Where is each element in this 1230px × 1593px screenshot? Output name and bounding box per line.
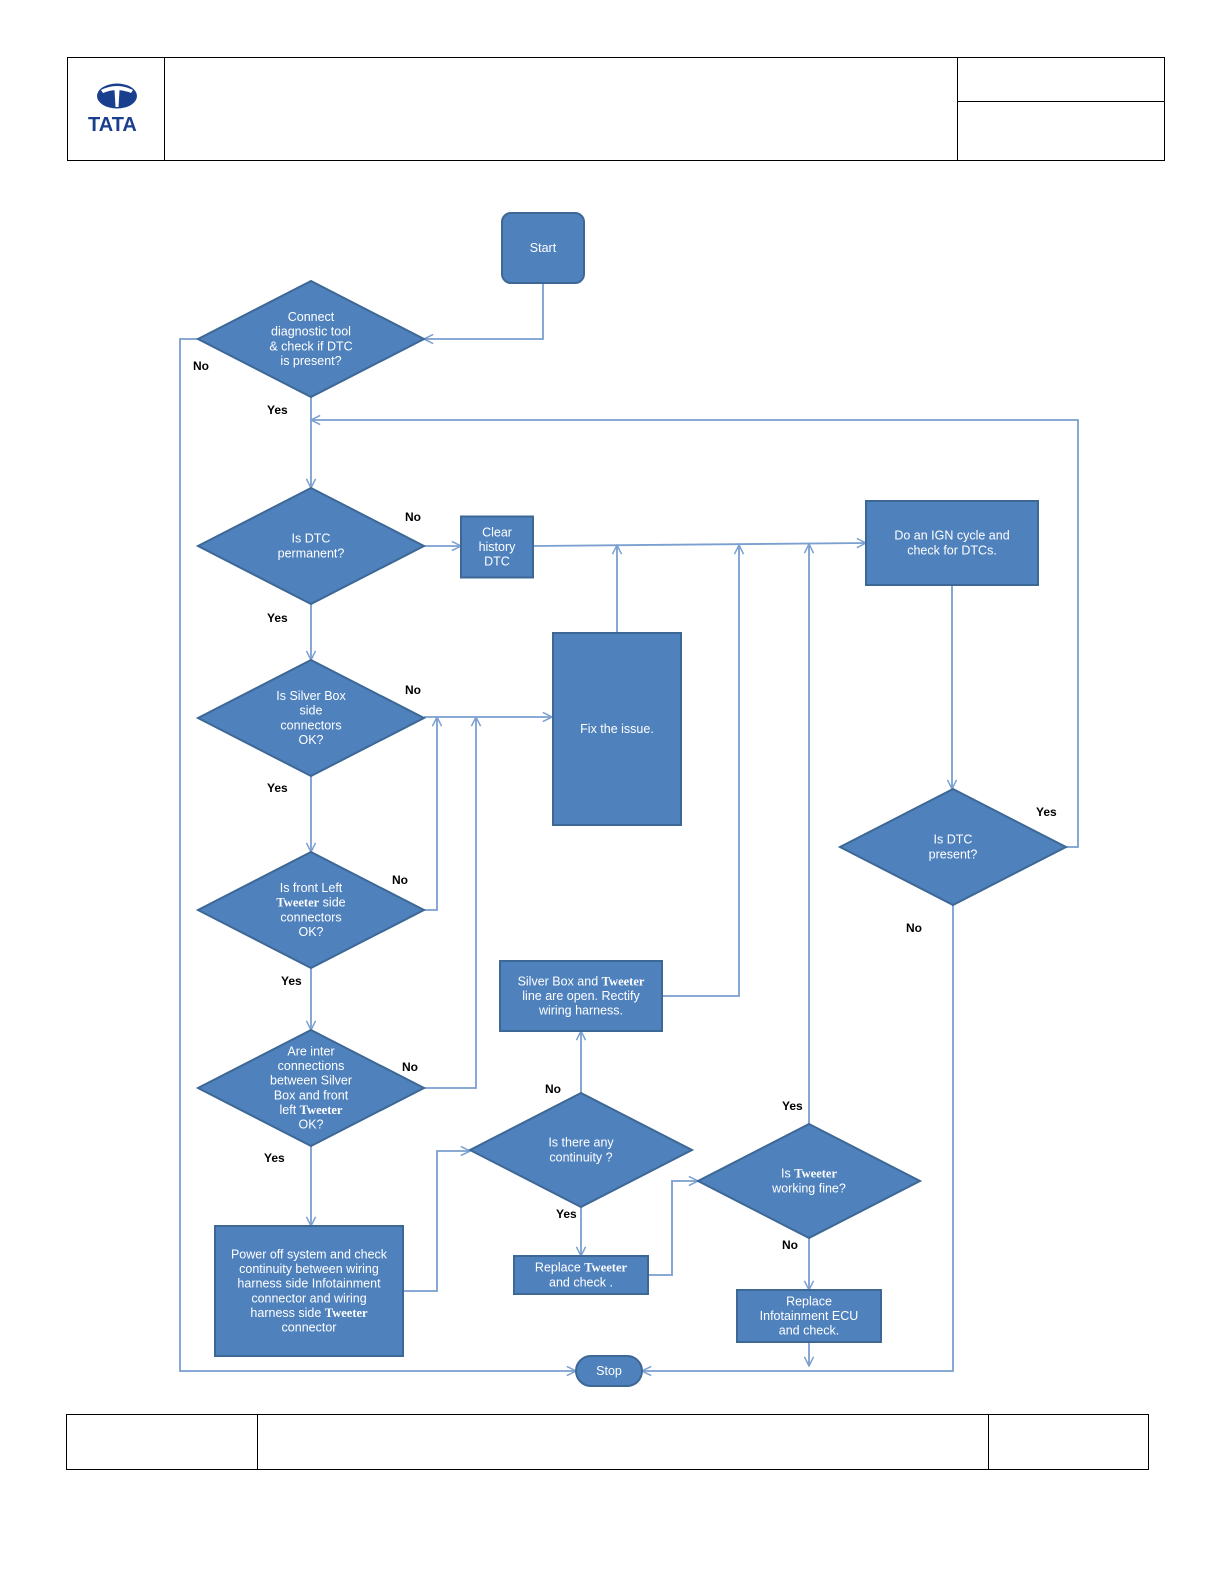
node-shape bbox=[195, 279, 427, 399]
edge-label-permanent-no: No bbox=[405, 510, 421, 524]
edge-label-silver-no: No bbox=[405, 683, 421, 697]
edge-connect-no-to-stop bbox=[179, 338, 576, 1371]
node-label: Stop bbox=[596, 1364, 622, 1378]
edge-power-to-continuity bbox=[403, 1151, 470, 1292]
edge-label-silver-yes: Yes bbox=[267, 781, 288, 795]
edge-inter-no-to-fix bbox=[424, 717, 476, 1089]
node-shape bbox=[837, 787, 1069, 907]
edge-label-connect-yes: Yes bbox=[267, 403, 288, 417]
header-right-cell-bottom bbox=[957, 101, 1165, 161]
node-shape bbox=[552, 632, 682, 826]
edge-present-no-to-stop bbox=[642, 905, 954, 1371]
edge-label-permanent-yes: Yes bbox=[267, 611, 288, 625]
edge-start-to-connect bbox=[424, 283, 544, 339]
edge-dtc-loop-back bbox=[311, 420, 1079, 848]
header-logo-cell bbox=[67, 57, 165, 161]
node-shape bbox=[214, 1225, 404, 1357]
footer-right-cell bbox=[988, 1414, 1149, 1470]
edge-replace-to-working bbox=[648, 1181, 698, 1276]
node-shape bbox=[695, 1122, 923, 1240]
edge-label-tweeter-yes: Yes bbox=[281, 974, 302, 988]
edge-label-inter-yes: Yes bbox=[264, 1151, 285, 1165]
node-shape bbox=[575, 1355, 643, 1387]
node-shape bbox=[865, 500, 1039, 586]
edge-label-present-no: No bbox=[906, 921, 922, 935]
node-stop: Stop bbox=[575, 1355, 643, 1387]
node-shape bbox=[195, 486, 427, 606]
node-shape bbox=[736, 1289, 882, 1343]
edge-label-continuity-no: No bbox=[545, 1082, 561, 1096]
edge-label-connect-no: No bbox=[193, 359, 209, 373]
node-shape bbox=[195, 1028, 427, 1148]
edge-label-tweeter-no: No bbox=[392, 873, 408, 887]
node-shape bbox=[499, 960, 663, 1032]
node-shape bbox=[195, 658, 427, 778]
footer-left-cell bbox=[66, 1414, 258, 1470]
edge-label-present-yes: Yes bbox=[1036, 805, 1057, 819]
node-label: Start bbox=[530, 241, 557, 255]
node-shape bbox=[195, 850, 427, 970]
tata-logo-icon bbox=[97, 83, 137, 109]
edge-label-working-yes: Yes bbox=[782, 1099, 803, 1113]
node-start: Start bbox=[501, 212, 585, 284]
edge-tweeter-no-to-fix bbox=[424, 717, 437, 911]
node-shape bbox=[460, 515, 534, 579]
node-shape bbox=[513, 1255, 649, 1295]
flowchart-edges bbox=[179, 283, 1079, 1371]
node-shape bbox=[467, 1091, 695, 1209]
node-fix-issue: Fix the issue. bbox=[552, 632, 682, 826]
node-shape bbox=[501, 212, 585, 284]
logo-text: TATA bbox=[88, 114, 137, 136]
node-label: Fix the issue. bbox=[580, 722, 654, 736]
edge-label-continuity-yes: Yes bbox=[556, 1207, 577, 1221]
edge-label-inter-no: No bbox=[402, 1060, 418, 1074]
edge-label-working-no: No bbox=[782, 1238, 798, 1252]
edge-line-open-to-ign bbox=[662, 545, 739, 997]
edge-clear-to-ign bbox=[532, 543, 866, 546]
